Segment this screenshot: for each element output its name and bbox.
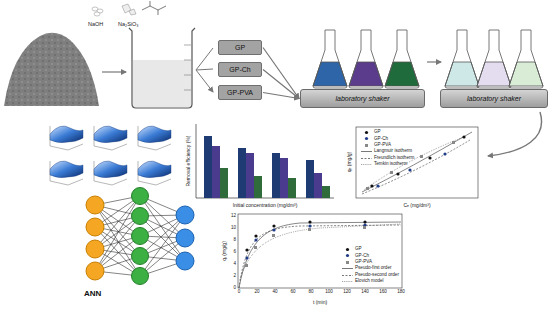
sample-box: GP [218, 40, 262, 55]
text-label: Cₑ (mg/dm³) [403, 203, 430, 208]
legend-text: GP [355, 247, 362, 252]
legend-sample [361, 136, 372, 141]
tick-label: 160 [379, 290, 387, 295]
legend-sample [342, 253, 353, 258]
flow-arrow [263, 93, 299, 99]
legend-sample [361, 130, 372, 135]
axis-title: qₜ (mg/g) [222, 241, 227, 261]
axis-title: qₑ (mg/g) [347, 152, 352, 172]
tick-label: 8 [233, 238, 236, 243]
tick-label: 180 [397, 290, 405, 295]
surface-plots [50, 126, 171, 185]
legend-entry: GP [361, 130, 381, 135]
tick-label: 80 [308, 290, 313, 295]
isotherm-chart [356, 127, 478, 198]
flow-arrow [263, 48, 299, 99]
tick-label: 6 [233, 250, 236, 255]
legend-text: GP-Ch [355, 254, 369, 259]
flow-arrow [263, 70, 299, 99]
tick-label: 120 [343, 290, 351, 295]
tick-label: 20 [254, 290, 259, 295]
tick-label: 12 [231, 214, 236, 219]
text-label: NaOH [88, 22, 103, 28]
chemicals [92, 1, 166, 16]
legend-entry: GP-Ch [361, 136, 388, 141]
ann-diagram [86, 188, 194, 285]
tick-label: 10 [231, 226, 236, 231]
text-label: ANN [84, 290, 101, 298]
kinetic-chart [238, 214, 402, 288]
legend-text: Langmuir isotherm [374, 149, 412, 154]
node-text: GP-Ch [229, 66, 250, 73]
tick-label: 2 [233, 274, 236, 279]
tick-label: 0 [233, 286, 236, 291]
axis-title: Removal efficiency (%) [186, 135, 191, 186]
legend-text: GP-PVA [355, 260, 372, 265]
legend-entry: GP-PVA [342, 260, 372, 265]
text-label: Initial concentration (mg/dm³) [233, 203, 298, 208]
powder-pile [4, 33, 99, 106]
legend-text: GP-Ch [374, 137, 388, 142]
legend-sample [342, 266, 353, 271]
legend-entry: GP-PVA [361, 143, 391, 148]
legend-text: GP-PVA [374, 143, 391, 148]
tick-label: 100 [325, 290, 333, 295]
legend-entry: Pseudo-first order [342, 266, 392, 271]
legend-entry: Pseudo-second order [342, 273, 399, 278]
node-text: laboratory shaker [467, 95, 521, 102]
legend-text: Elovich model [355, 279, 384, 284]
legend-sample [342, 273, 353, 278]
flasks [313, 30, 543, 88]
legend-text: Pseudo-first order [355, 266, 392, 271]
legend-entry: Temkin isotherm [361, 162, 407, 167]
legend-sample [361, 156, 372, 161]
legend-text: Pseudo-second order [355, 273, 399, 278]
shaker-platform: laboratory shaker [440, 89, 548, 108]
text-label: Na₂SiO₃ [118, 22, 139, 28]
legend-sample [361, 162, 372, 167]
node-text: GP-PVA [227, 89, 253, 96]
tick-label: 40 [272, 290, 277, 295]
legend-entry: Freundlich isotherm [361, 156, 414, 161]
legend-sample [342, 247, 353, 252]
tick-label: 60 [290, 290, 295, 295]
sample-box: GP-Ch [218, 62, 262, 77]
legend-sample [361, 149, 372, 154]
tick-label: 4 [233, 262, 236, 267]
powder-texture [4, 33, 99, 106]
legend-entry: Elovich model [342, 279, 384, 284]
legend-text: Temkin isotherm [374, 162, 407, 167]
text-label: t (min) [313, 300, 327, 305]
beaker [129, 28, 195, 108]
tick-label: 140 [361, 290, 369, 295]
legend-sample [342, 279, 353, 284]
node-text: laboratory shaker [335, 95, 389, 102]
shaker-platform: laboratory shaker [300, 89, 425, 108]
legend-text: GP [374, 130, 381, 135]
bar-chart [196, 124, 334, 198]
legend-entry: GP-Ch [342, 253, 369, 258]
tick-label: 0 [238, 290, 241, 295]
legend-entry: GP [342, 247, 362, 252]
node-text: GP [235, 44, 245, 51]
legend-sample [342, 260, 353, 265]
sample-box: GP-PVA [218, 85, 262, 100]
legend-entry: Langmuir isotherm [361, 149, 412, 154]
legend-text: Freundlich isotherm [374, 156, 414, 161]
legend-sample [361, 143, 372, 148]
